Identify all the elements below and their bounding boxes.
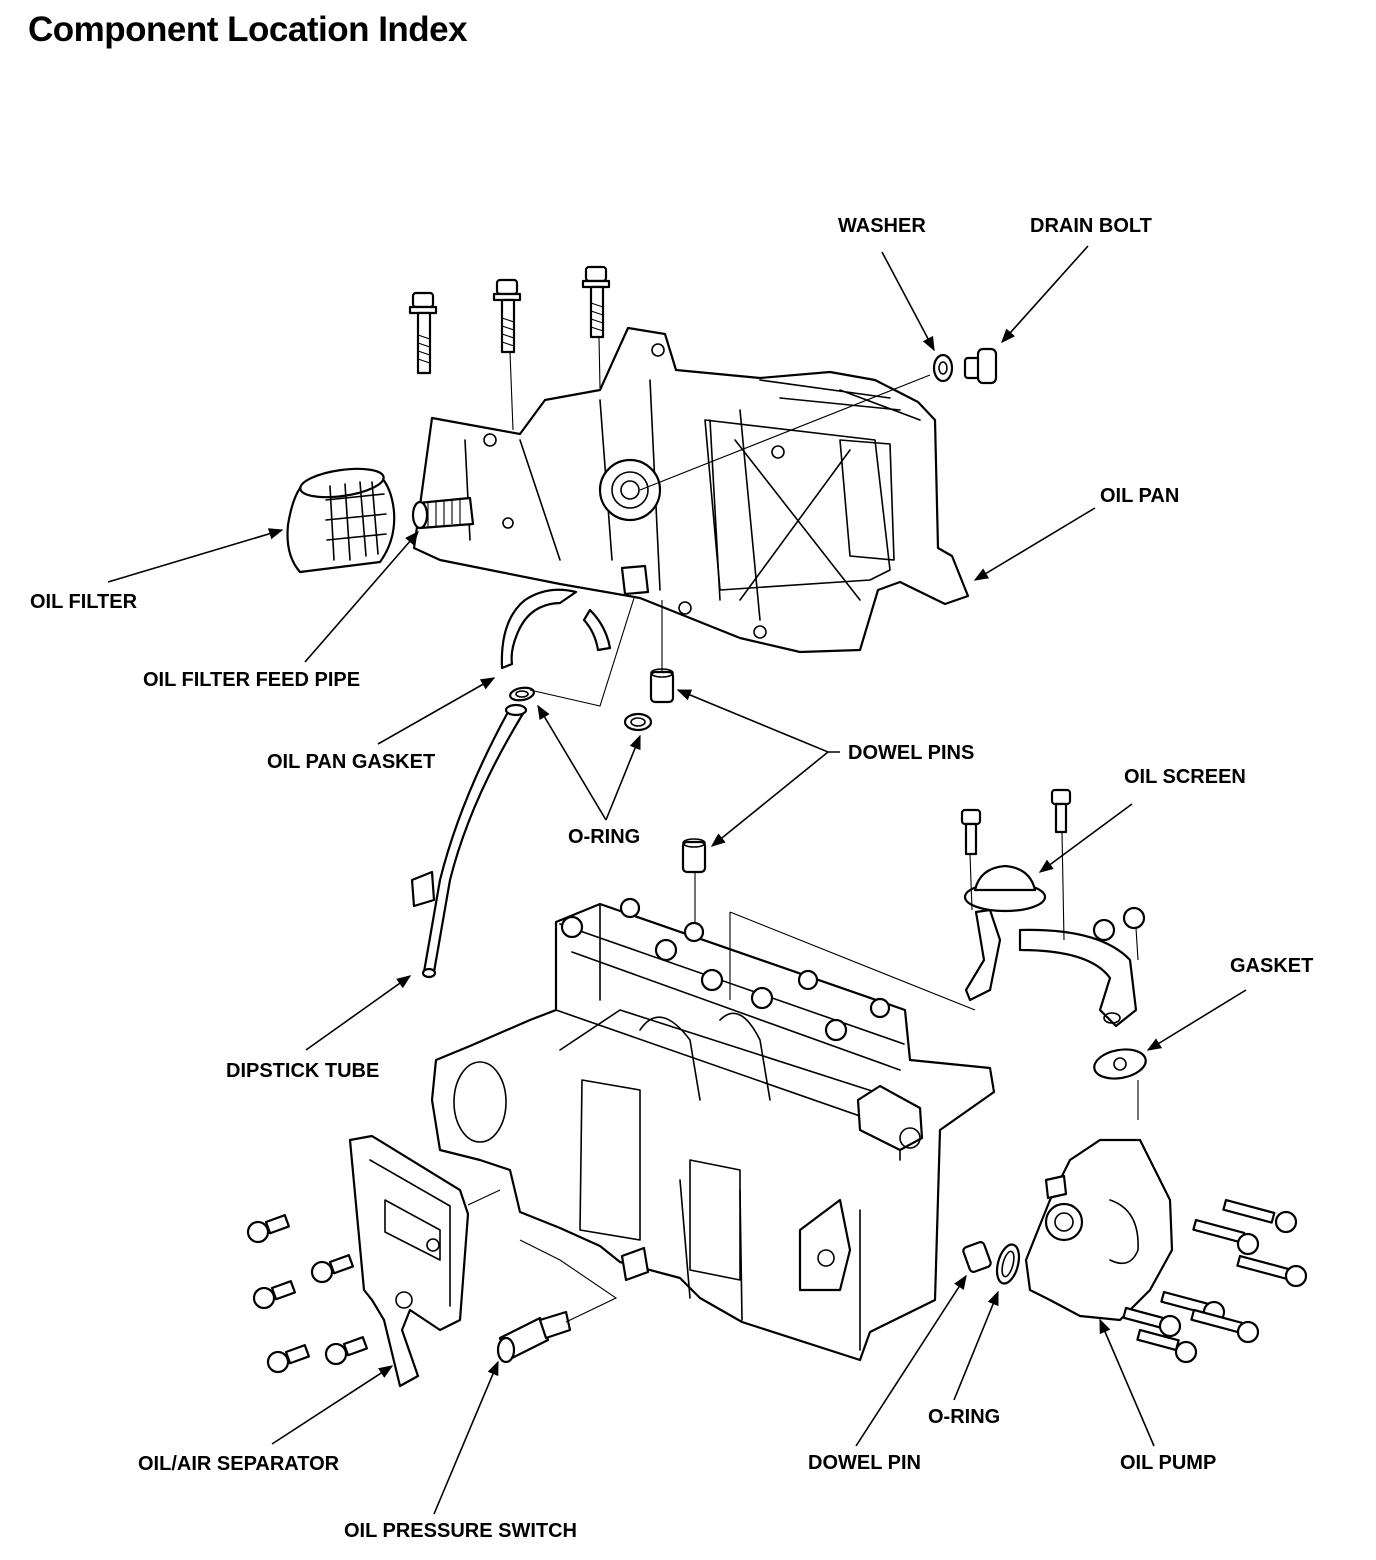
leader-oil-screen: [1038, 803, 1133, 873]
bolt-icon: [492, 278, 522, 354]
bolt-icon: [1050, 788, 1072, 834]
leader-o-ring-1: [537, 704, 607, 821]
label-o-ring-upper: O-RING: [568, 826, 640, 848]
leader-lines: [107, 245, 1247, 1515]
label-drain-bolt: DRAIN BOLT: [1030, 215, 1152, 237]
label-washer: WASHER: [838, 215, 926, 237]
leader-dowel-pins-1: [676, 689, 840, 753]
oil-pan-gasket: [500, 588, 612, 670]
leader-o-ring-lower: [953, 1290, 999, 1401]
nut-icon: [1092, 918, 1116, 942]
leader-washer: [881, 251, 935, 352]
block-caps: [560, 897, 891, 1042]
page-title: Component Location Index: [28, 10, 468, 49]
drain-bolt: [963, 347, 998, 385]
bolt-icon: [1190, 1308, 1260, 1344]
label-dipstick-tube: DIPSTICK TUBE: [226, 1060, 379, 1082]
leader-gasket: [1146, 989, 1247, 1051]
dowel-pin-pump: [962, 1241, 992, 1273]
leader-dipstick-tube: [305, 975, 412, 1051]
o-ring-upper-2: [623, 712, 653, 732]
leader-oil-filter: [107, 528, 284, 583]
bolt-icon: [1222, 1198, 1298, 1234]
bolt-icon: [324, 1336, 368, 1366]
label-oil-pan-gasket: OIL PAN GASKET: [267, 751, 435, 773]
label-oil-pan: OIL PAN: [1100, 485, 1179, 507]
label-oil-air-separator: OIL/AIR SEPARATOR: [138, 1453, 340, 1475]
label-oil-pressure-switch: OIL PRESSURE SWITCH: [344, 1520, 577, 1542]
separator-bolts: [246, 1214, 368, 1374]
washer: [932, 353, 954, 383]
label-dowel-pins: DOWEL PINS: [848, 742, 974, 764]
leader-oil-filter-feed-pipe: [304, 530, 419, 663]
label-o-ring-lower: O-RING: [928, 1406, 1000, 1428]
bolt-icon: [1136, 1328, 1198, 1364]
dowel-pin-block: [681, 838, 707, 924]
nut-icon: [1122, 906, 1146, 930]
oil-screen: [963, 864, 1138, 1028]
bolt-icon: [960, 808, 982, 856]
bolt-icon: [1122, 1306, 1182, 1338]
oil-pressure-switch: [496, 1239, 618, 1364]
labels: WASHER DRAIN BOLT OIL PAN OIL FILTER OIL…: [30, 215, 1313, 1542]
oil-pump-bolts: [1122, 1198, 1308, 1364]
label-gasket: GASKET: [1230, 955, 1313, 977]
label-oil-screen: OIL SCREEN: [1124, 766, 1246, 788]
o-ring-pump: [995, 1243, 1021, 1285]
oil-pan-bolts: [408, 265, 611, 431]
oil-air-separator: [348, 1134, 501, 1388]
leader-oil-pressure-switch: [433, 1360, 499, 1515]
leader-oil-pump: [1099, 1318, 1155, 1447]
bolt-icon: [252, 1280, 296, 1310]
gasket: [1093, 1048, 1147, 1120]
leader-drain-bolt: [1001, 245, 1089, 344]
dowel-pin-upper: [649, 668, 675, 704]
leader-dowel-pins-2: [710, 751, 829, 847]
oil-filter-feed-pipe: [411, 496, 475, 530]
leader-oil-air-separator: [271, 1365, 394, 1445]
label-oil-pump: OIL PUMP: [1120, 1452, 1216, 1474]
bolt-icon: [581, 265, 611, 339]
o-ring-upper-1: [509, 686, 535, 702]
leader-oil-pan-gasket: [377, 677, 496, 745]
oil-screen-bolts: [960, 788, 1146, 961]
oil-pump: [1024, 1138, 1174, 1322]
engine-block: [430, 897, 996, 1362]
bolt-icon: [266, 1344, 310, 1374]
bolt-icon: [1192, 1218, 1260, 1256]
bolt-icon: [310, 1254, 354, 1284]
leader-oil-pan: [973, 507, 1096, 581]
leader-dowel-pin: [855, 1274, 967, 1447]
oil-pan: [412, 326, 970, 654]
oil-filter: [286, 467, 396, 574]
label-oil-filter-feed-pipe: OIL FILTER FEED PIPE: [143, 669, 360, 691]
bolt-icon: [408, 291, 438, 375]
bolt-icon: [246, 1214, 290, 1244]
label-dowel-pin: DOWEL PIN: [808, 1452, 921, 1474]
bolt-icon: [1236, 1254, 1308, 1288]
dipstick-tube: [410, 703, 528, 979]
leader-o-ring-2: [605, 734, 641, 821]
label-oil-filter: OIL FILTER: [30, 591, 138, 613]
